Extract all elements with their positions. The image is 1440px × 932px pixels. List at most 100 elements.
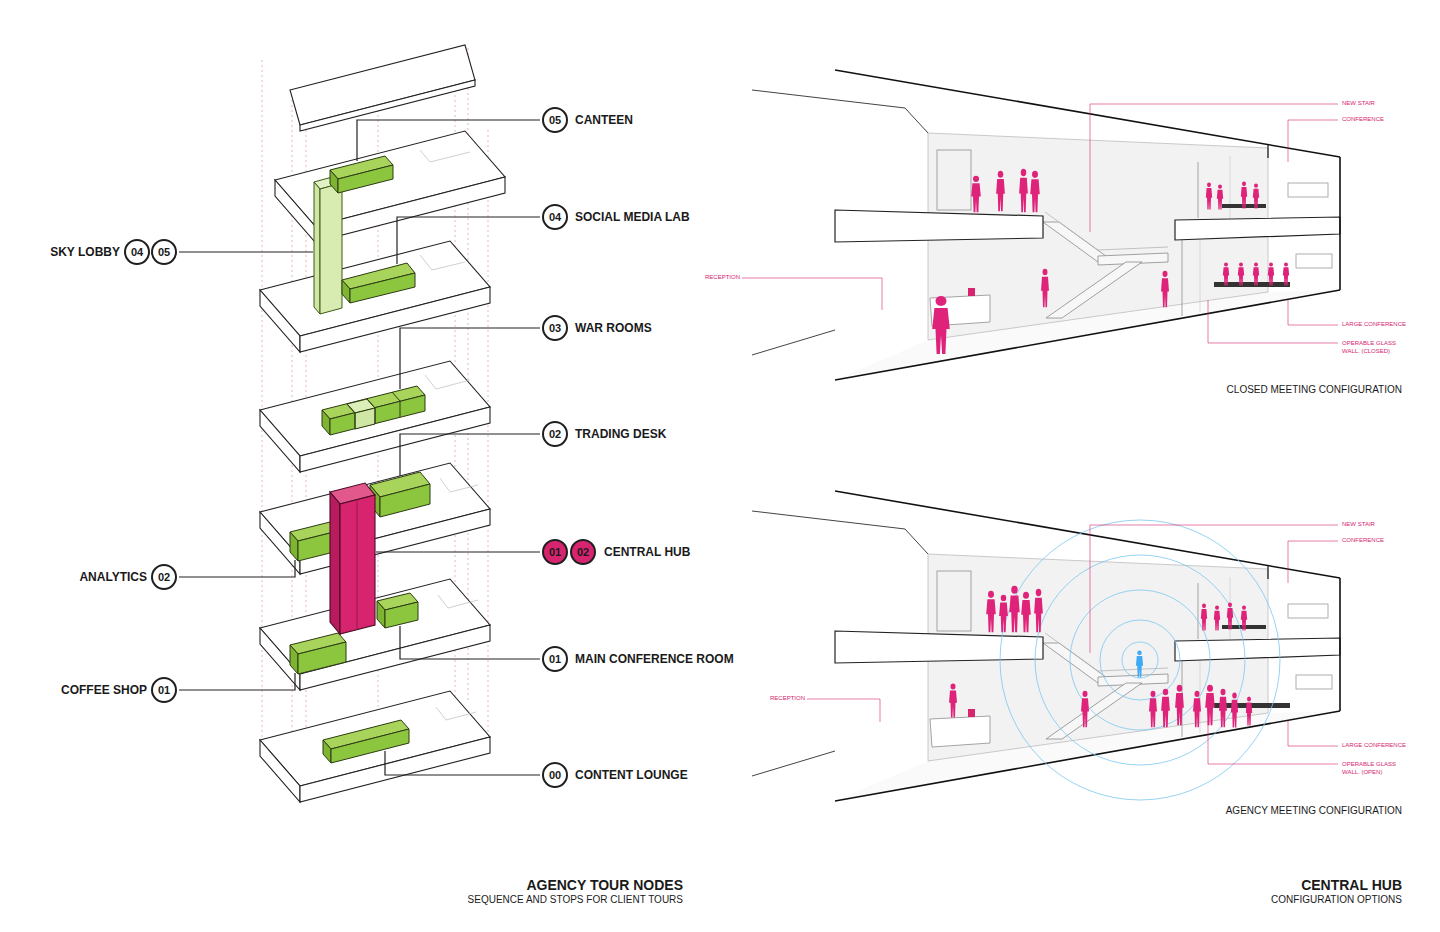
person-figure bbox=[1041, 269, 1049, 308]
leader-line bbox=[807, 699, 880, 722]
section-room bbox=[752, 491, 1340, 801]
leader-line bbox=[400, 328, 540, 389]
leader-line bbox=[1288, 541, 1338, 583]
central-hub-block bbox=[357, 500, 358, 630]
person-figure bbox=[1030, 171, 1040, 213]
leader-line bbox=[179, 673, 295, 690]
floor-plate bbox=[260, 512, 300, 574]
view-caption: CLOSED MEETING CONFIGURATION bbox=[1227, 384, 1402, 396]
callout-label: CONFERENCE bbox=[1342, 116, 1384, 124]
person-figure bbox=[1149, 691, 1157, 728]
callout-circle: 05 bbox=[151, 239, 177, 265]
leader-line bbox=[397, 217, 540, 264]
person-figure bbox=[1268, 262, 1274, 285]
stop-name: CENTRAL HUB bbox=[604, 545, 690, 559]
program-block bbox=[298, 642, 346, 674]
floor-plate bbox=[440, 478, 478, 492]
person-figure bbox=[1021, 592, 1031, 633]
panel-subtitle: SEQUENCE AND STOPS FOR CLIENT TOURS bbox=[468, 894, 683, 906]
person-figure bbox=[1214, 605, 1220, 630]
stop-name: SOCIAL MEDIA LAB bbox=[575, 210, 690, 224]
central-hub-block bbox=[340, 495, 375, 634]
person-figure bbox=[1206, 182, 1212, 209]
program-block bbox=[385, 602, 418, 628]
callout-circle: 01 bbox=[151, 677, 177, 703]
callout-label: RECEPTION bbox=[770, 695, 805, 703]
callout-number: 03 bbox=[549, 322, 561, 334]
stop-name: WAR ROOMS bbox=[575, 321, 652, 335]
callout-number: 01 bbox=[549, 653, 561, 665]
callout-number: 05 bbox=[158, 246, 170, 258]
leader-line bbox=[1208, 721, 1338, 764]
sound-ring bbox=[1000, 520, 1280, 800]
panel-title: CENTRAL HUB bbox=[1301, 877, 1402, 894]
program-block bbox=[323, 720, 409, 763]
person-figure bbox=[1253, 183, 1259, 208]
sky-lobby-block bbox=[314, 182, 320, 314]
leader-line bbox=[1288, 721, 1338, 746]
callout-label: LARGE CONFERENCE bbox=[1342, 321, 1406, 329]
panel-subtitle: CONFIGURATION OPTIONS bbox=[1271, 894, 1402, 906]
person-figure bbox=[1081, 691, 1089, 728]
program-block bbox=[350, 273, 415, 303]
program-block bbox=[355, 408, 375, 429]
program-block bbox=[377, 593, 418, 628]
program-block bbox=[322, 386, 425, 435]
stop-name: SKY LOBBY bbox=[50, 245, 120, 259]
floor-plate bbox=[290, 45, 475, 125]
person-figure bbox=[1241, 605, 1247, 630]
person-figure bbox=[1223, 262, 1229, 285]
callout-circle: 01 bbox=[542, 539, 568, 565]
person-figure bbox=[1219, 689, 1227, 728]
sky-lobby-block bbox=[314, 176, 342, 314]
floor-plate bbox=[420, 255, 465, 270]
person-figure bbox=[1253, 262, 1259, 285]
floor-plate bbox=[275, 180, 315, 242]
person-figure bbox=[1201, 603, 1207, 630]
person-figure bbox=[1161, 271, 1169, 308]
person-figure bbox=[932, 296, 950, 354]
floor-plate bbox=[260, 691, 490, 802]
leader-line bbox=[357, 120, 540, 161]
leader-line bbox=[742, 278, 882, 310]
stop-name: COFFEE SHOP bbox=[61, 683, 147, 697]
leader-line bbox=[179, 120, 540, 775]
stop-name: MAIN CONFERENCE ROOM bbox=[575, 652, 734, 666]
person-figure bbox=[1019, 169, 1028, 213]
callout-label: LARGE CONFERENCE bbox=[1342, 742, 1406, 750]
callout-number: 02 bbox=[577, 546, 589, 558]
callout-label: RECEPTION bbox=[705, 274, 740, 282]
person-figure bbox=[1161, 689, 1170, 728]
person-figure bbox=[1175, 685, 1184, 726]
panel-title: AGENCY TOUR NODES bbox=[526, 877, 683, 894]
person-figure bbox=[1193, 691, 1201, 728]
person-figure bbox=[949, 684, 957, 718]
program-block bbox=[322, 410, 330, 435]
callout-circle: 03 bbox=[542, 315, 568, 341]
floor-plate bbox=[260, 45, 505, 352]
person-figure bbox=[996, 171, 1005, 212]
leader-line bbox=[807, 525, 1338, 764]
leader-line bbox=[742, 104, 1338, 343]
callout-circle: 02 bbox=[542, 421, 568, 447]
floor-plate bbox=[425, 375, 470, 389]
program-block bbox=[380, 484, 430, 517]
person-figure bbox=[986, 591, 996, 633]
floor-plate bbox=[260, 290, 300, 352]
person-figure bbox=[1241, 181, 1247, 208]
person-figure bbox=[1136, 650, 1143, 677]
floor-plate bbox=[436, 707, 476, 720]
callout-circle: 05 bbox=[542, 107, 568, 133]
leader-line bbox=[400, 434, 540, 476]
program-block bbox=[330, 395, 425, 435]
callout-label: CONFERENCE bbox=[1342, 537, 1384, 545]
leader-line bbox=[1090, 104, 1338, 232]
callout-circle: 02 bbox=[151, 564, 177, 590]
callout-number: 02 bbox=[549, 428, 561, 440]
guide-line bbox=[488, 130, 489, 740]
program-block bbox=[290, 645, 298, 674]
person-figure bbox=[1246, 697, 1252, 726]
person-figure bbox=[1231, 693, 1238, 728]
program-block bbox=[392, 392, 400, 417]
